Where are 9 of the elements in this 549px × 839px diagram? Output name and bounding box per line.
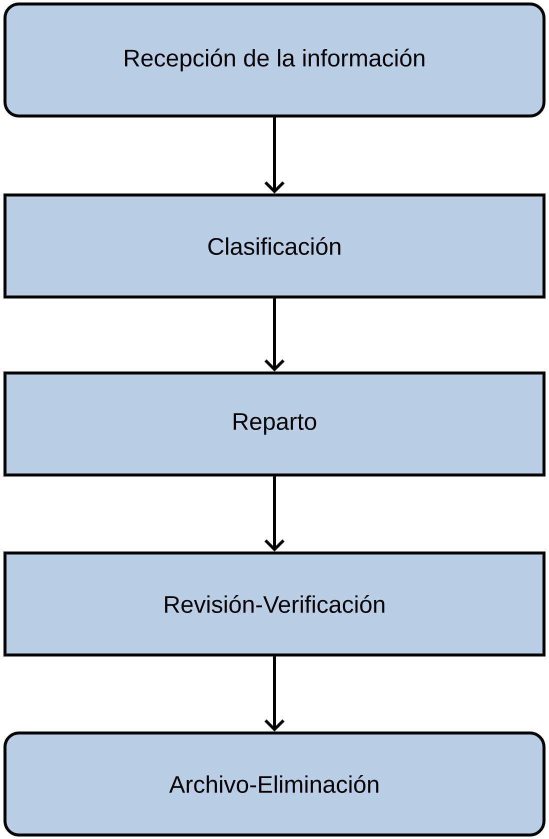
arrow (264, 298, 285, 372)
arrow (264, 118, 285, 194)
process-box: Reparto (4, 372, 546, 476)
process-box: Archivo-Eliminación (4, 732, 546, 836)
arrow (264, 656, 285, 732)
process-box: Recepción de la información (4, 2, 546, 118)
arrow (264, 476, 285, 552)
process-box: Revisión-Verificación (4, 552, 546, 656)
process-box: Clasificación (4, 194, 546, 298)
